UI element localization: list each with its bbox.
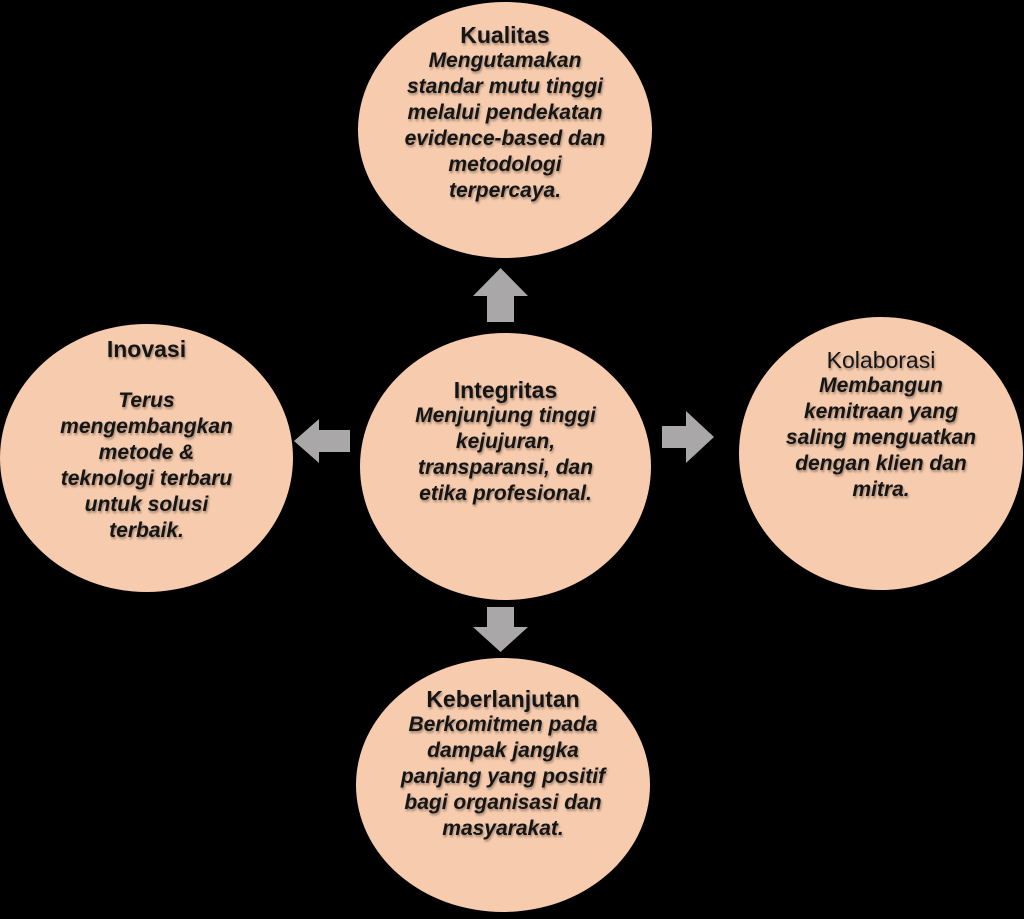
arrow-left-icon (294, 419, 350, 463)
node-keberlanjutan-body: Berkomitmen pada dampak jangka panjang y… (400, 713, 606, 840)
node-kolaborasi: Kolaborasi Membangun kemitraan yang sali… (739, 317, 1023, 590)
arrow-up-icon (473, 268, 528, 322)
node-keberlanjutan: Keberlanjutan Berkomitmen pada dampak ja… (356, 658, 650, 912)
node-integritas-title: Integritas (453, 377, 558, 403)
node-kolaborasi-title: Kolaborasi (826, 347, 936, 373)
node-keberlanjutan-title: Keberlanjutan (426, 686, 580, 712)
node-kualitas: Kualitas Mengutamakan standar mutu tingg… (358, 2, 652, 258)
arrow-right-icon (662, 411, 714, 463)
node-inovasi: Inovasi Terus mengembangkan metode & tek… (0, 324, 293, 592)
node-inovasi-body: Terus mengembangkan metode & teknologi t… (60, 389, 233, 542)
node-kualitas-body: Mengutamakan standar mutu tinggi melalui… (404, 49, 606, 202)
node-kualitas-title: Kualitas (460, 22, 550, 48)
node-integritas: Integritas Menjunjung tinggi kejujuran, … (360, 333, 651, 600)
arrow-down-icon (473, 607, 528, 652)
node-inovasi-title: Inovasi (106, 336, 187, 362)
node-integritas-body: Menjunjung tinggi kejujuran, transparans… (415, 404, 596, 505)
node-kolaborasi-body: Membangun kemitraan yang saling menguatk… (785, 374, 977, 501)
